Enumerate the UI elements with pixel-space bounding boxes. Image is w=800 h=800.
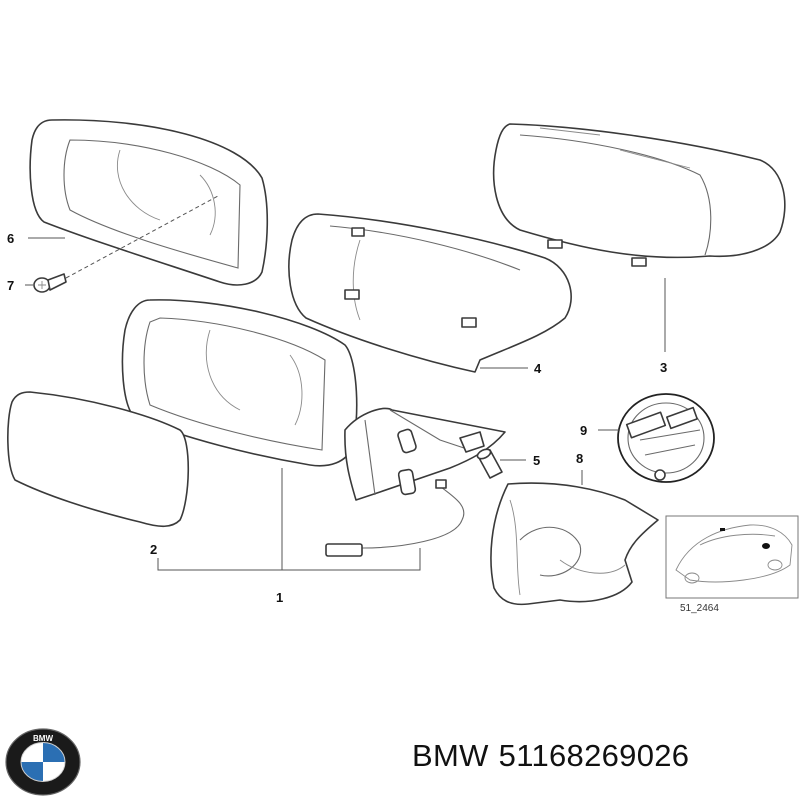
part-number: 51168269026: [498, 738, 690, 773]
inset-reference-label: 51_2464: [680, 603, 719, 614]
mirror-cap-part-3: [492, 123, 786, 267]
mirror-base-part-8: [490, 482, 659, 606]
brand-label: BMW: [412, 738, 489, 773]
mirror-glass-part-2: [7, 391, 190, 528]
adjustment-motor-part-9: [617, 393, 715, 483]
screw-part-7: [33, 273, 67, 293]
screw-guide-line: [65, 195, 219, 279]
callout-7: 7: [7, 278, 14, 293]
mirror-housing-part-1: [121, 299, 506, 557]
leader-lines: [25, 237, 666, 571]
callout-6: 6: [7, 231, 14, 246]
callout-4: 4: [534, 361, 542, 376]
callout-9: 9: [580, 423, 587, 438]
pin-part-5: [476, 448, 503, 479]
bmw-logo-icon: BMW: [5, 728, 81, 796]
mirror-frame-part-6: [29, 119, 269, 286]
part-caption: BMW 51168269026: [412, 738, 699, 774]
callout-5: 5: [533, 453, 540, 468]
callout-1: 1: [276, 590, 283, 605]
logo-lettering: BMW: [33, 734, 53, 743]
callout-8: 8: [576, 451, 583, 466]
callout-2: 2: [150, 542, 157, 557]
vehicle-location-inset: 51_2464: [665, 515, 799, 614]
housing-shell-part-4: [288, 213, 572, 373]
callout-3: 3: [660, 360, 667, 375]
